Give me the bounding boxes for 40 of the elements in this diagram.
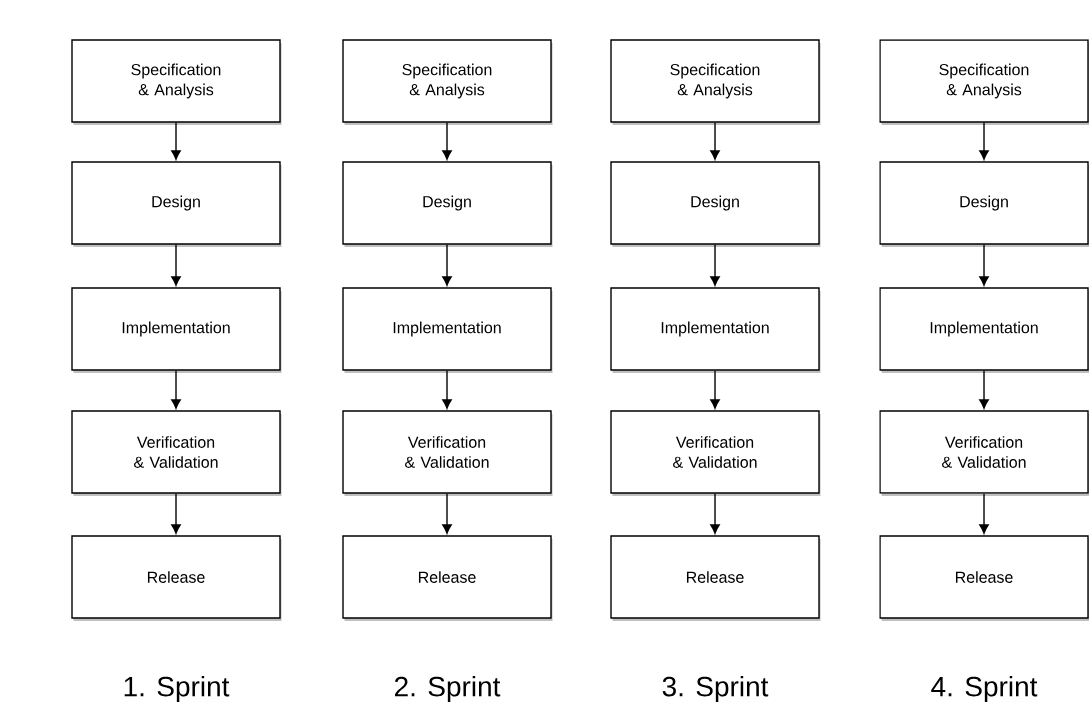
arrow [171,493,181,534]
arrow [710,493,720,534]
process-box: Verification & Validation [610,410,821,496]
arrow [171,370,181,409]
process-box: Design [879,161,1089,247]
process-box: Specification & Analysis [342,39,553,125]
process-box: Design [71,161,282,247]
process-box: Release [879,535,1089,621]
arrow [979,370,989,409]
process-box: Release [610,535,821,621]
sprint-label: 4. Sprint [931,675,1038,703]
process-box: Implementation [610,287,821,373]
sprint-label: 2. Sprint [395,675,501,703]
arrow [442,122,452,160]
arrow [710,122,720,160]
process-box: Specification & Analysis [71,39,282,125]
arrow [171,244,181,286]
arrow [710,244,720,286]
process-box: Release [342,535,553,621]
arrow [979,244,989,286]
process-box: Verification & Validation [71,410,282,496]
process-box: Specification & Analysis [610,39,821,125]
arrow [979,493,989,534]
process-box: Design [342,161,553,247]
process-box: Design [610,161,821,247]
process-box: Verification & Validation [879,410,1089,496]
process-box: Implementation [71,287,282,373]
sprint-label: 3. Sprint [662,675,769,703]
arrow [442,370,452,409]
sprint-label: 1. Sprint [124,675,230,703]
arrow [442,244,452,286]
arrow [710,370,720,409]
process-box: Implementation [342,287,553,373]
arrow [442,493,452,534]
arrow [979,122,989,160]
process-box: Specification & Analysis [879,39,1089,125]
arrow [171,122,181,160]
process-box: Release [71,535,282,621]
process-box: Verification & Validation [342,410,553,496]
process-box: Implementation [879,287,1089,373]
